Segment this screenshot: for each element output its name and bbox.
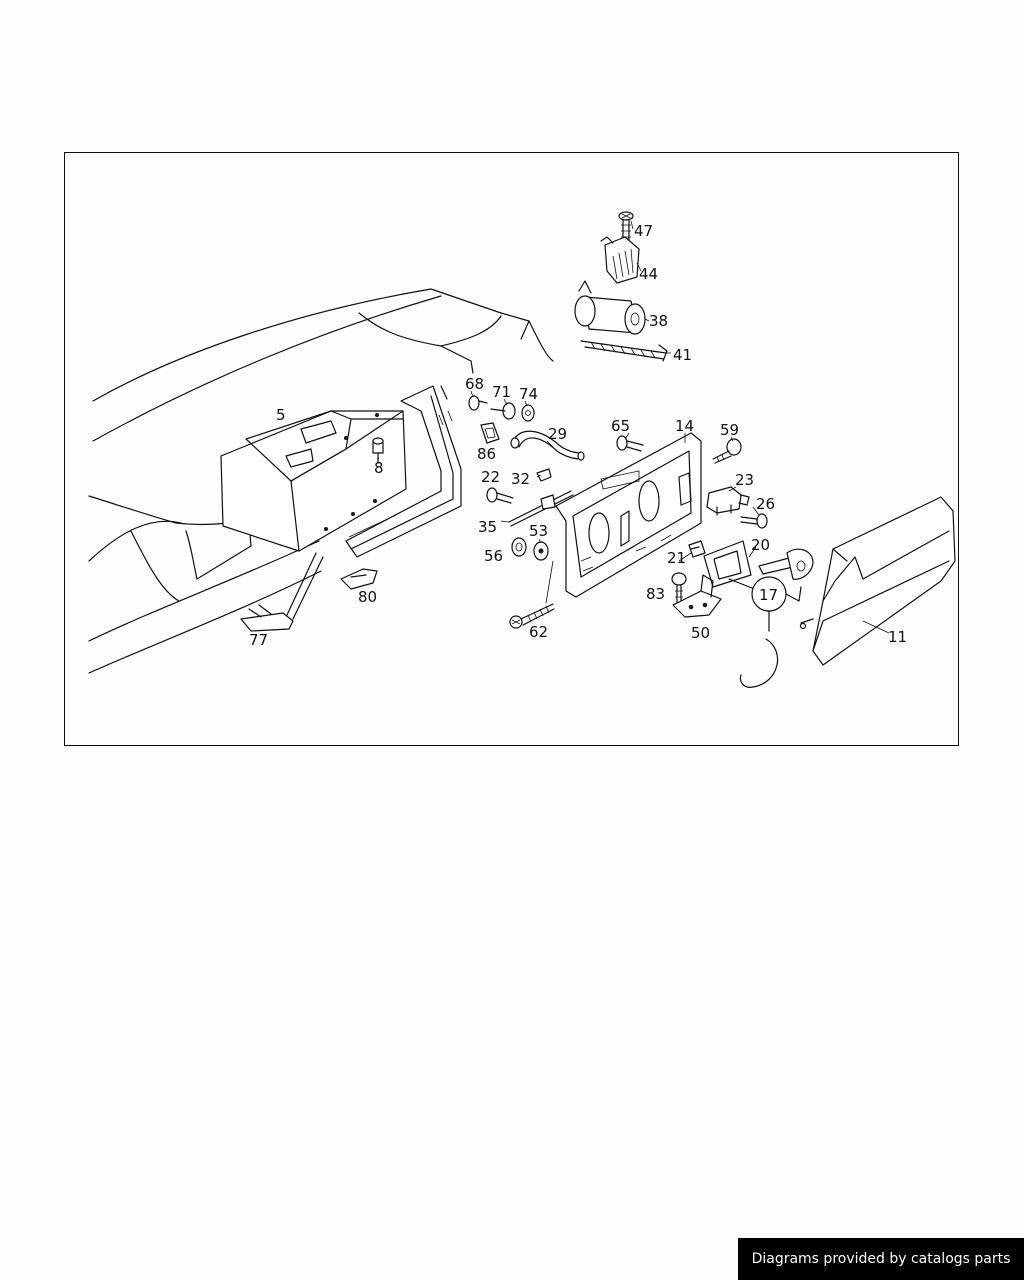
- callout-label-44: 44: [639, 265, 658, 283]
- grommet-part-56: [511, 537, 527, 557]
- callout-label-74: 74: [519, 385, 538, 403]
- callout-label-86: 86: [477, 445, 496, 463]
- screw-part-62: [509, 603, 555, 629]
- leader-lines: [377, 220, 890, 634]
- callout-label-17: 17: [759, 586, 778, 604]
- callout-label-41: 41: [673, 346, 692, 364]
- clip-part-8: [372, 437, 384, 464]
- callout-circle-17: [728, 576, 802, 688]
- callout-label-53: 53: [529, 522, 548, 540]
- callout-label-23: 23: [735, 471, 754, 489]
- diagram-credit-text: Diagrams provided by catalogs parts: [751, 1251, 1011, 1267]
- glovebox-housing-part-5: [220, 410, 407, 552]
- callout-label-71: 71: [492, 383, 511, 401]
- screw-part-47: [618, 211, 634, 242]
- callout-label-62: 62: [529, 623, 548, 641]
- clip-part-86: [480, 422, 500, 444]
- callout-label-80: 80: [358, 588, 377, 606]
- dashboard-side-channel: [345, 385, 462, 558]
- screw-part-22: [486, 487, 514, 504]
- bracket-part-44: [600, 236, 640, 284]
- screw-part-59: [712, 438, 742, 464]
- callout-label-26: 26: [756, 495, 775, 513]
- fastener-parts-68-71-74: [468, 395, 535, 422]
- parts-diagram-frame: 47 44 38 41 68 71 74 5 8 86 29 65 14 59 …: [64, 152, 959, 746]
- callout-label-5: 5: [276, 406, 286, 424]
- clip-part-21: [688, 540, 706, 558]
- callout-label-65: 65: [611, 417, 630, 435]
- exploded-parts-diagram: 47 44 38 41 68 71 74 5 8 86 29 65 14 59 …: [88, 211, 956, 688]
- callout-label-32: 32: [511, 470, 530, 488]
- diagram-credit-badge: Diagrams provided by catalogs parts: [738, 1238, 1024, 1280]
- rod-part-35: [508, 490, 574, 527]
- washer-part-53: [533, 541, 549, 561]
- callout-label-38: 38: [649, 312, 668, 330]
- callout-label-14: 14: [675, 417, 694, 435]
- callout-label-35: 35: [478, 518, 497, 536]
- callout-label-47: 47: [634, 222, 653, 240]
- pin-part-32: [536, 468, 552, 482]
- callout-label-77: 77: [249, 631, 268, 649]
- hinge-part-50: [672, 574, 722, 618]
- callout-label-29: 29: [548, 425, 567, 443]
- glovebox-lid-part-11: [799, 496, 956, 666]
- callout-label-11: 11: [888, 628, 907, 646]
- callout-label-20: 20: [751, 536, 770, 554]
- lock-part-20: [703, 540, 814, 588]
- callout-labels: 47 44 38 41 68 71 74 5 8 86 29 65 14 59 …: [249, 222, 907, 649]
- callout-label-59: 59: [720, 421, 739, 439]
- callout-label-21: 21: [667, 549, 686, 567]
- callout-label-50: 50: [691, 624, 710, 642]
- motor-part-38: [574, 280, 646, 335]
- cable-part-29: [510, 430, 585, 461]
- callout-label-56: 56: [484, 547, 503, 565]
- callout-label-22: 22: [481, 468, 500, 486]
- screw-part-65: [616, 435, 644, 452]
- panel-part-14: [555, 432, 702, 598]
- bracket-part-80: [340, 568, 378, 590]
- callout-label-68: 68: [465, 375, 484, 393]
- callout-label-8: 8: [374, 459, 384, 477]
- linkage-part-41: [580, 340, 668, 362]
- bracket-part-77: [240, 552, 324, 632]
- callout-label-83: 83: [646, 585, 665, 603]
- screw-part-26: [740, 513, 768, 529]
- latch-part-23: [706, 486, 750, 516]
